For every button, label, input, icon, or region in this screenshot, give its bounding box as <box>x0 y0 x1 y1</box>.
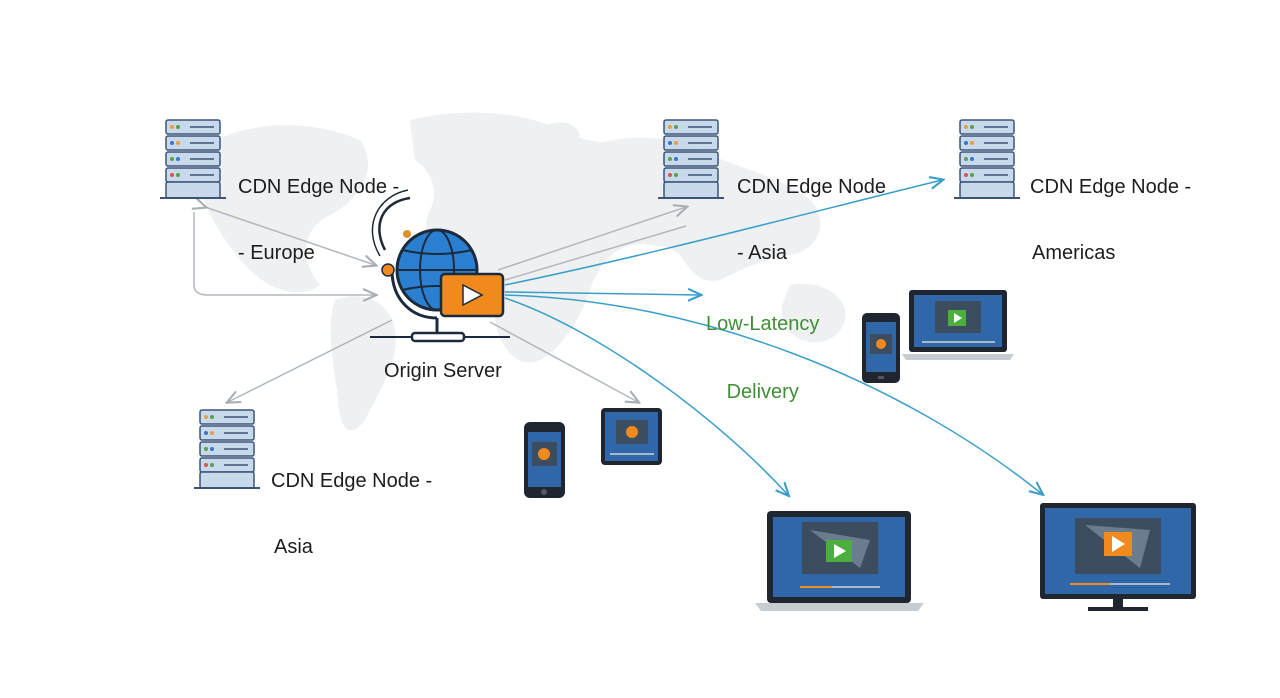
edge-node-asia-bottom-line2: Asia <box>274 536 313 558</box>
server-rack-asia-top <box>658 119 724 199</box>
arrow-europe-to-origin <box>205 207 375 265</box>
orbit-ring <box>378 196 411 251</box>
arrow-origin-to-americas <box>504 180 942 286</box>
origin-server-label: Origin Server <box>384 360 502 382</box>
origin-server-icon <box>370 189 510 343</box>
edge-node-asia-top-label: CDN Edge Node - Asia <box>737 132 886 286</box>
blue-delivery-arrows <box>504 180 1042 495</box>
laptop-mid-right <box>902 290 1014 360</box>
edge-node-europe-label: CDN Edge Node - - Europe <box>238 132 399 286</box>
server-rack-americas <box>954 119 1020 199</box>
edge-node-asia-bottom-label: CDN Edge Node - Asia <box>271 426 432 580</box>
satellite-dot <box>403 230 411 238</box>
edge-node-asia-top-line2: - Asia <box>737 242 788 264</box>
edge-node-americas-line2: Americas <box>1032 242 1116 264</box>
arrow-europe-return <box>193 212 375 295</box>
edge-node-americas-line1: CDN Edge Node - <box>1030 176 1192 198</box>
server-rack-europe <box>160 119 226 199</box>
low-latency-line2: Delivery <box>726 381 799 403</box>
low-latency-line1: Low-Latency <box>706 313 820 335</box>
phone-bottom-middle <box>524 422 565 498</box>
laptop-bottom <box>755 511 924 611</box>
arrow-origin-to-tablet <box>489 321 638 402</box>
arrow-origin-to-monitor <box>504 294 1042 494</box>
phone-mid-right <box>862 313 900 383</box>
low-latency-delivery-label: Low-Latency Delivery <box>706 269 819 425</box>
arrow-origin-to-asia-top <box>497 207 686 271</box>
arrow-origin-to-delivery <box>504 292 700 295</box>
arrow-origin-to-asia-top-2 <box>504 225 687 281</box>
edge-node-europe-line1: CDN Edge Node - <box>238 176 400 198</box>
server-rack-asia-bottom <box>194 409 260 489</box>
gray-connection-arrows <box>194 207 686 402</box>
edge-node-asia-top-line1: CDN Edge Node <box>737 176 886 198</box>
tablet-bottom-middle <box>601 408 662 465</box>
edge-node-europe-line2: - Europe <box>238 242 315 264</box>
arrow-origin-to-asia-bottom <box>228 319 393 402</box>
edge-node-asia-bottom-line1: CDN Edge Node - <box>271 470 433 492</box>
monitor-bottom-right <box>1040 503 1196 611</box>
arrow-origin-to-laptop <box>504 297 788 495</box>
edge-node-americas-label: CDN Edge Node - Americas <box>1030 132 1191 286</box>
